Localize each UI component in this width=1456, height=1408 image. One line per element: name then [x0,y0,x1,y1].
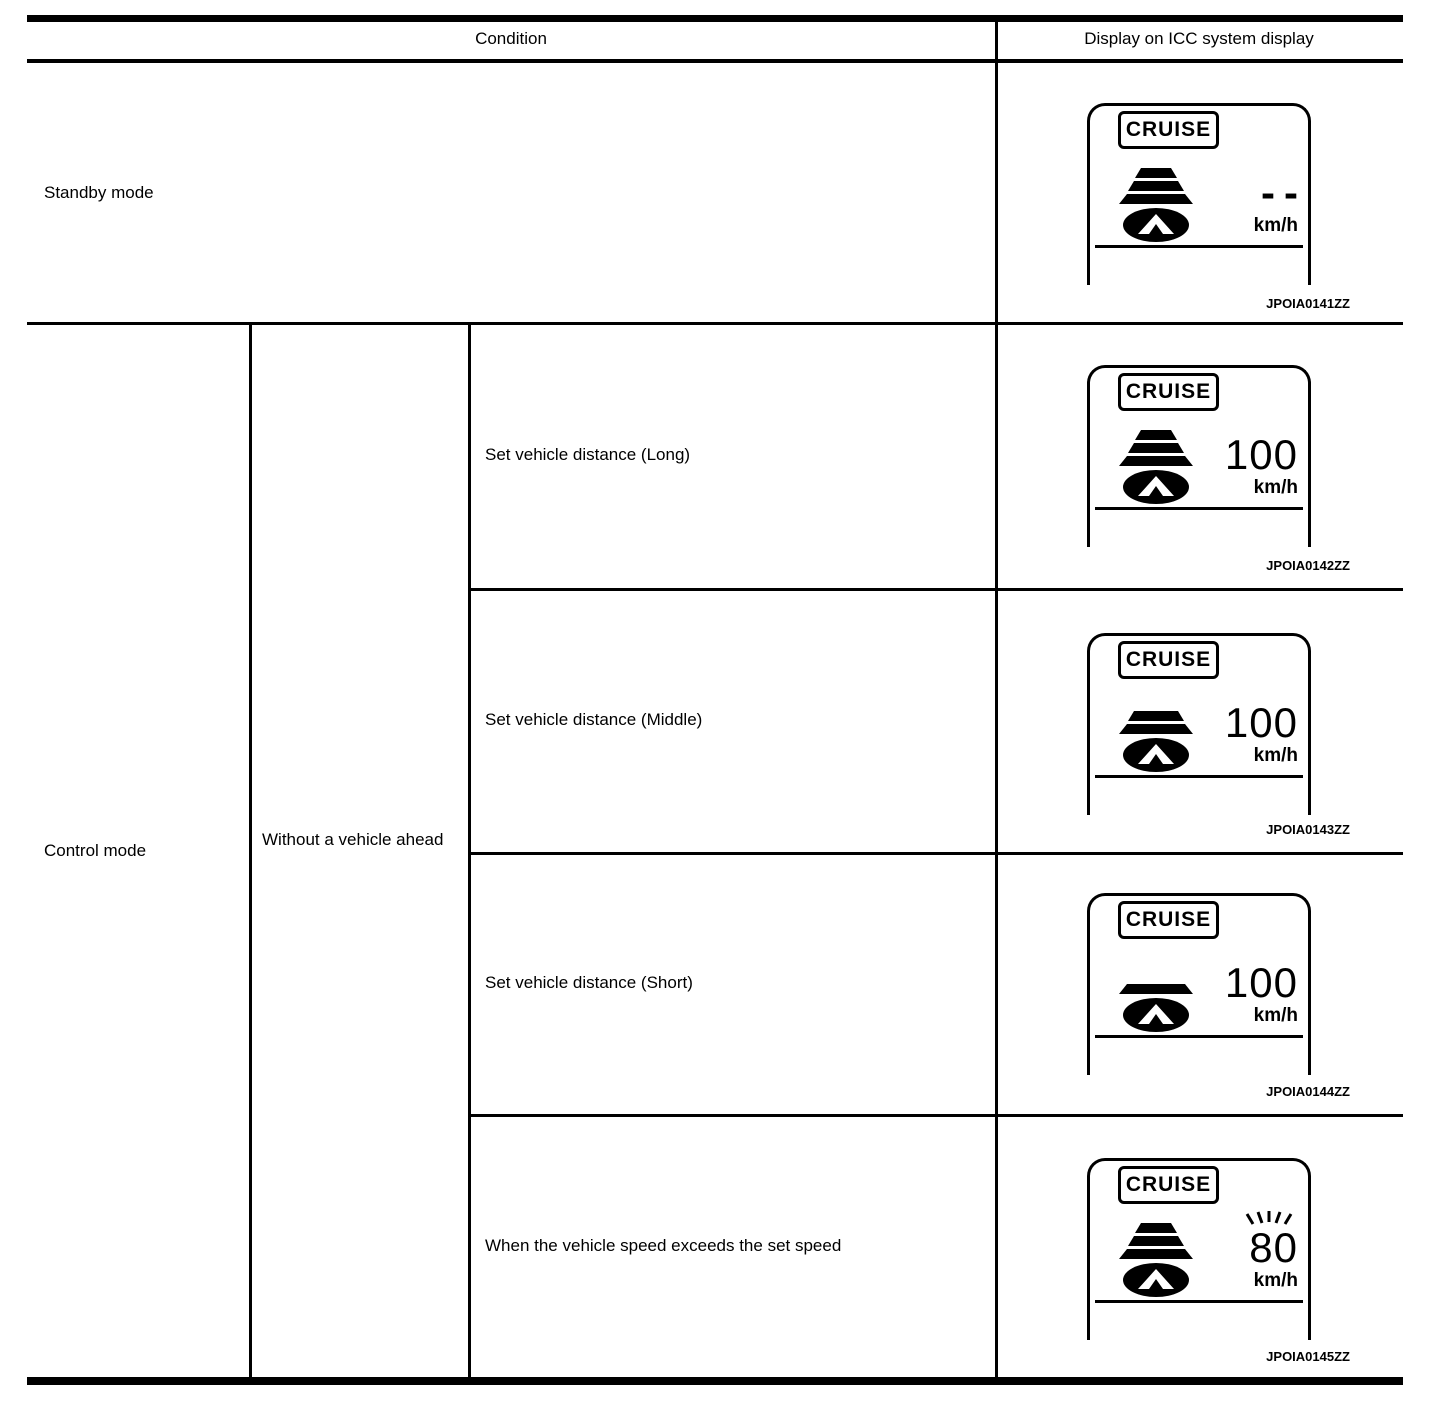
condition-long: Set vehicle distance (Long) [485,445,691,464]
icc-display-middle: CRUISE 100 km/h [1087,633,1311,815]
standby-row-divider [27,322,1403,325]
icc-display-standby: CRUISE -- km/h [1087,103,1311,285]
car-symbol-icon [1123,738,1189,772]
speed-unit: km/h [1253,215,1298,236]
speed-unit: km/h [1253,745,1298,766]
set-speed-readout: 100 km/h [1225,962,1298,1027]
display-divider-line [1095,245,1303,248]
speed-value: 100 [1224,699,1298,746]
speed-unit: km/h [1253,1005,1298,1026]
set-speed-readout: 80 km/h [1249,1227,1298,1292]
car-symbol-icon [1123,998,1189,1032]
figure-code: JPOIA0143ZZ [1266,822,1350,837]
icc-display-exceed: CRUISE 80 km/h [1087,1158,1311,1340]
display-divider-line [1095,1300,1303,1303]
subrow-divider-2 [468,852,1403,855]
vehicle-distance-icon [1119,711,1193,772]
cruise-indicator-badge: CRUISE [1118,641,1219,679]
subrow-divider-3 [468,1114,1403,1117]
icc-display-long: CRUISE 100 km/h [1087,365,1311,547]
car-symbol-icon [1123,1263,1189,1297]
standby-mode-label: Standby mode [44,183,154,202]
blinking-rays-icon [1245,1211,1293,1225]
table-bottom-border [27,1377,1403,1385]
vehicle-distance-icon [1119,984,1193,1032]
display-divider-line [1095,1035,1303,1038]
condition-middle: Set vehicle distance (Middle) [485,710,703,729]
figure-code: JPOIA0142ZZ [1266,558,1350,573]
display-divider-line [1095,775,1303,778]
header-condition: Condition [475,29,547,48]
car-symbol-icon [1123,208,1189,242]
vehicle-distance-icon [1119,430,1193,504]
speed-value: 100 [1224,431,1298,478]
cruise-indicator-badge: CRUISE [1118,373,1219,411]
speed-unit: km/h [1253,1270,1298,1291]
subrow-divider-1 [468,588,1403,591]
car-symbol-icon [1123,470,1189,504]
speed-unit: km/h [1253,477,1298,498]
header-bottom-border [27,59,1403,63]
speed-value: -- [1261,169,1307,216]
speed-value: 80 [1249,1224,1298,1271]
figure-code: JPOIA0144ZZ [1266,1084,1350,1099]
icc-display-short: CRUISE 100 km/h [1087,893,1311,1075]
cruise-indicator-badge: CRUISE [1118,901,1219,939]
column-divider-display [995,22,998,1377]
set-speed-readout: 100 km/h [1225,702,1298,767]
figure-code: JPOIA0145ZZ [1266,1349,1350,1364]
set-speed-readout: -- km/h [1254,172,1298,237]
set-speed-readout: 100 km/h [1225,434,1298,499]
vehicle-distance-icon [1119,168,1193,242]
cruise-indicator-badge: CRUISE [1118,111,1219,149]
header-display: Display on ICC system display [1084,29,1314,48]
speed-value: 100 [1224,959,1298,1006]
column-divider-mode [249,325,252,1377]
vehicle-state-label: Without a vehicle ahead [262,830,444,849]
table-top-border [27,15,1403,22]
condition-short: Set vehicle distance (Short) [485,973,693,992]
figure-code: JPOIA0141ZZ [1266,296,1350,311]
vehicle-distance-icon [1119,1223,1193,1297]
display-divider-line [1095,507,1303,510]
column-divider-state [468,325,471,1377]
cruise-indicator-badge: CRUISE [1118,1166,1219,1204]
control-mode-label: Control mode [44,841,147,860]
condition-exceed-speed: When the vehicle speed exceeds the set s… [485,1236,842,1255]
